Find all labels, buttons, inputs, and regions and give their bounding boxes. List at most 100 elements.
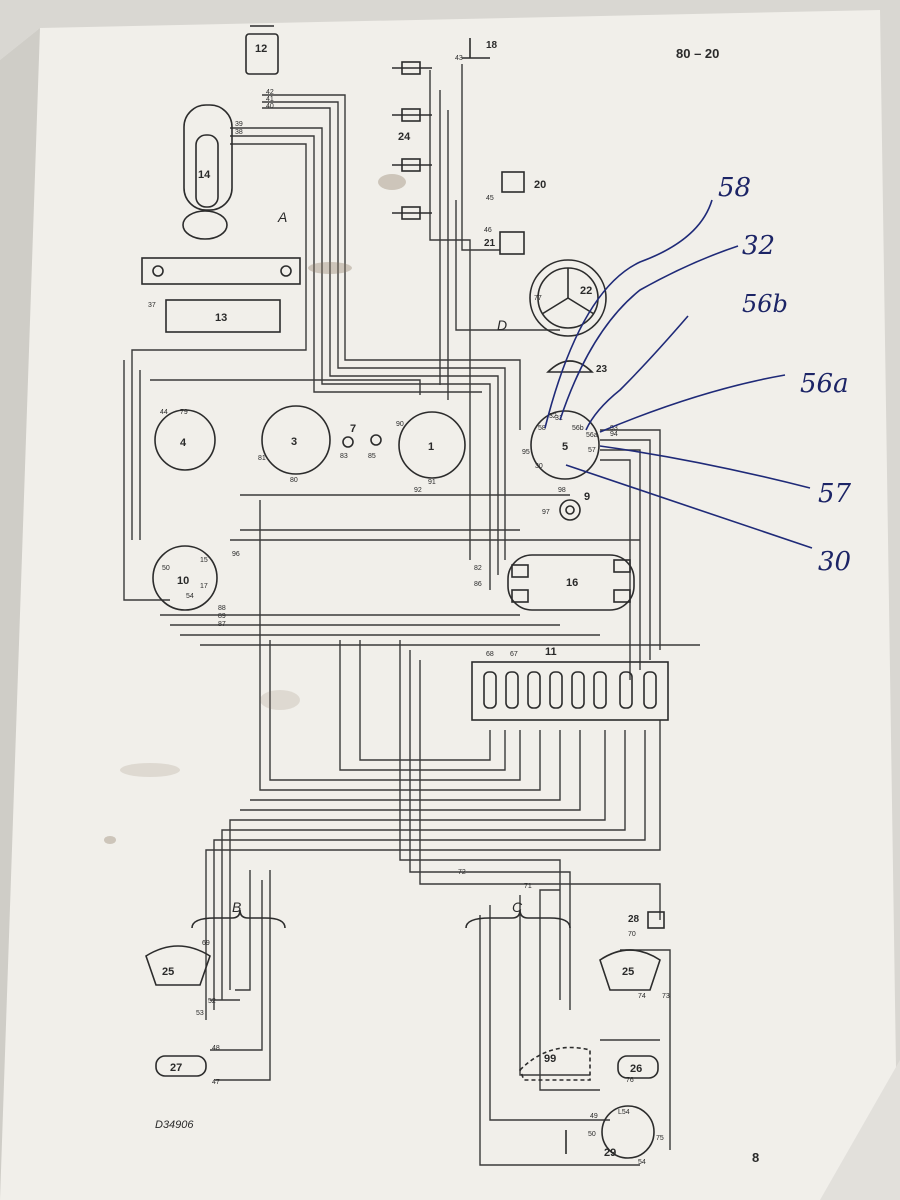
component-25-right-tail-lamp: 25 <box>599 949 661 991</box>
group-label-d: D <box>497 317 507 333</box>
wire-num-83: 83 <box>340 453 348 460</box>
wire-num-46: 46 <box>484 227 492 234</box>
wire-number-labels: 42 41 40 39 38 37 43 45 46 44 79 80 81 8… <box>148 55 670 1166</box>
component-9-lamp: 9 <box>559 491 590 521</box>
annotation-line-58 <box>544 199 713 429</box>
component-4-label: 4 <box>180 437 187 449</box>
handwritten-32: 32 <box>742 231 775 261</box>
component-27-label: 27 <box>170 1062 182 1074</box>
brace-b <box>191 909 286 929</box>
handwritten-56a: 56a <box>800 369 849 399</box>
wire-num-43: 43 <box>455 55 463 62</box>
annotation-line-57 <box>599 445 811 489</box>
component-29-label: 29 <box>604 1147 616 1159</box>
component-23-label: 23 <box>596 364 608 375</box>
wire-num-89: 89 <box>218 613 226 620</box>
component-11-fuse-box: 11 <box>471 646 669 721</box>
page-fold-shadow <box>0 28 40 1200</box>
component-4-gauge: 4 <box>154 409 216 471</box>
component-16-label: 16 <box>566 577 578 589</box>
wire-num-38: 38 <box>235 129 243 136</box>
wire-num-49: 49 <box>590 1113 598 1120</box>
component-18-switch: 18 <box>462 38 498 59</box>
paper-stains <box>104 174 406 844</box>
page-number: 8 <box>752 1150 759 1165</box>
wire-num-88: 88 <box>218 605 226 612</box>
group-label-b: B <box>232 899 241 915</box>
wire-num-42: 42 <box>266 89 274 96</box>
wire-num-47: 47 <box>212 1079 220 1086</box>
annotation-line-56a <box>599 374 786 433</box>
component-10-ignition-switch: 10 50 15 17 54 <box>152 545 218 611</box>
handwritten-57: 57 <box>818 479 852 509</box>
handwritten-annotations: 58 32 56b 56a 57 30 <box>544 173 852 577</box>
pin-30: 30 <box>535 463 543 470</box>
component-21-label: 21 <box>484 238 496 249</box>
annotation-line-30 <box>565 464 813 549</box>
wire-num-81: 81 <box>258 455 266 462</box>
brace-c <box>465 909 571 929</box>
component-25-left-label: 25 <box>162 966 174 978</box>
drawing-ref: D34906 <box>155 1119 194 1131</box>
wire-harness <box>123 64 700 1166</box>
component-7-label: 7 <box>350 423 356 435</box>
component-24-connectors: 24 <box>392 61 432 220</box>
component-11-label: 11 <box>545 646 557 658</box>
wire-num-40: 40 <box>266 103 274 110</box>
wire-num-72: 72 <box>458 869 466 876</box>
pin-58: 58 <box>538 425 546 432</box>
component-9-label: 9 <box>584 491 590 503</box>
component-18-label: 18 <box>486 40 498 51</box>
component-26-lamp: 26 <box>617 1055 659 1079</box>
wire-num-44: 44 <box>160 409 168 416</box>
component-29-trailer-socket: 29 L54 <box>565 1105 655 1159</box>
component-14-headlamp: 14 <box>182 104 233 240</box>
component-13-switch: 13 <box>141 257 301 333</box>
component-20-switch: 20 <box>501 171 546 193</box>
component-21-switch: 21 <box>484 231 525 255</box>
wire-num-86: 86 <box>474 581 482 588</box>
wire-num-98: 98 <box>558 487 566 494</box>
paper-sheet <box>0 10 898 1200</box>
wire-num-53: 53 <box>196 1010 204 1017</box>
wire-num-37: 37 <box>148 302 156 309</box>
component-7-lamp: 7 <box>342 423 382 448</box>
pin-56a: 56a <box>586 432 598 439</box>
wire-num-54: 54 <box>638 1159 646 1166</box>
component-3-gauge: 3 <box>261 405 331 475</box>
wire-num-69: 69 <box>202 940 210 947</box>
wire-num-90: 90 <box>396 421 404 428</box>
wire-num-92: 92 <box>414 487 422 494</box>
component-22-label: 22 <box>580 285 592 297</box>
component-5-label: 5 <box>562 441 568 453</box>
wire-num-87: 87 <box>218 621 226 628</box>
component-28-label: 28 <box>628 914 640 925</box>
component-25-right-label: 25 <box>622 966 634 978</box>
component-26-label: 26 <box>630 1063 642 1075</box>
pin-17: 17 <box>200 583 208 590</box>
wire-num-79: 79 <box>180 409 188 416</box>
wire-num-68: 68 <box>486 651 494 658</box>
handwritten-58: 58 <box>718 173 751 203</box>
component-3-label: 3 <box>291 436 297 448</box>
component-1-label: 1 <box>428 441 434 453</box>
wire-num-85: 85 <box>368 453 376 460</box>
component-24-label: 24 <box>398 131 411 143</box>
handwritten-56b: 56b <box>742 290 788 318</box>
component-10-label: 10 <box>177 575 189 587</box>
component-12-label: 12 <box>255 43 267 55</box>
component-16-flasher: 16 <box>507 554 635 611</box>
component-20-label: 20 <box>534 179 546 191</box>
wire-num-93: 93 <box>610 425 618 432</box>
wire-num-48: 48 <box>212 1045 220 1052</box>
pin-56b: 56b <box>572 425 584 432</box>
pin-32: 32 <box>549 413 557 420</box>
wire-num-52: 52 <box>208 998 216 1005</box>
pin-31: 31 <box>555 415 563 422</box>
component-14-label: 14 <box>198 169 211 181</box>
wire-num-70: 70 <box>628 931 636 938</box>
annotation-line-32 <box>559 245 739 421</box>
wire-num-41: 41 <box>266 96 274 103</box>
component-13-label: 13 <box>215 312 227 324</box>
